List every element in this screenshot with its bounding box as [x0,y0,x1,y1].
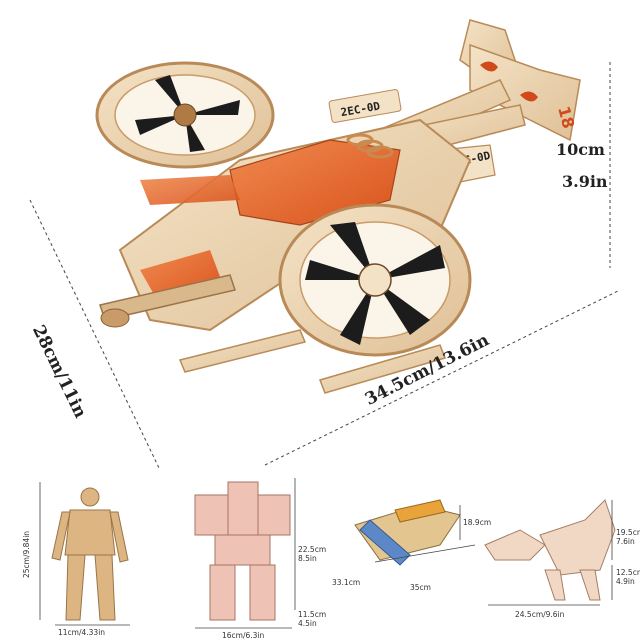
dragon-ship-height-label: 18.9cm [463,518,492,527]
orange-engine-block [229,139,401,226]
right-rotor [278,203,472,357]
depth-dimension-line [29,199,161,471]
robot-height-label: 25cm/9.84in [22,530,31,578]
transformer-height-label: 22.5cm 8.5in [298,545,327,563]
dinosaur-height-a-label: 19.5cm 7.6in [616,528,640,546]
tail-fin: 18 [459,19,581,142]
transformer-depth-label: 11.5cm 4.5in [298,610,327,628]
robot-width-label: 11cm/4.33in [58,628,106,637]
spring-coils [346,133,394,159]
transformer-width-label: 16cm/6.3in [222,631,265,640]
dinosaur-width-label: 24.5cm/9.6in [515,610,565,619]
dragon-ship-depth-label: 33.1cm [332,578,361,587]
left-rotor [95,61,275,169]
dragon-ship-width-label: 35cm [410,583,431,592]
height-in-label: 3.9in [562,172,608,191]
height-cm-label: 10cm [556,140,605,159]
dinosaur-height-b-label: 12.5cm 4.9in [616,568,640,586]
